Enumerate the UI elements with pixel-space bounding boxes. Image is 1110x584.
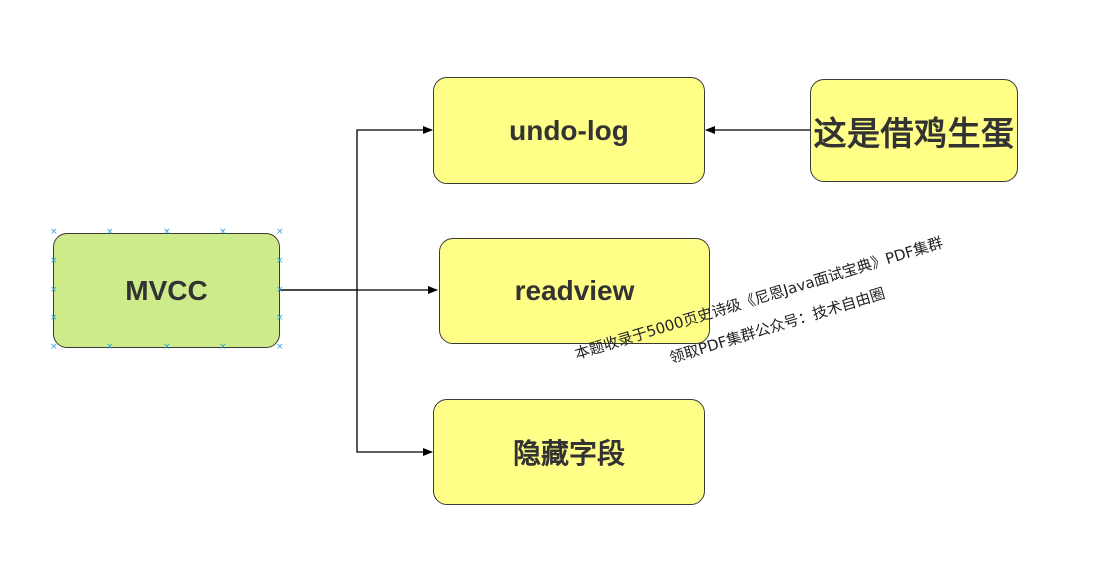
selection-handle[interactable]: × bbox=[50, 227, 58, 237]
selection-handle[interactable]: × bbox=[163, 227, 171, 237]
node-readview-label: readview bbox=[514, 275, 635, 306]
selection-handle[interactable]: × bbox=[276, 285, 284, 295]
node-borrow-egg[interactable]: 这是借鸡生蛋 bbox=[810, 79, 1018, 182]
selection-handle[interactable]: × bbox=[276, 342, 284, 352]
node-mvcc[interactable]: MVCC bbox=[53, 233, 280, 348]
edge-mvcc-hidden-fields[interactable] bbox=[356, 290, 433, 456]
selection-handle[interactable]: × bbox=[50, 256, 58, 266]
selection-handle[interactable]: × bbox=[50, 342, 58, 352]
edge-mvcc-undo-log[interactable] bbox=[280, 126, 433, 291]
node-readview[interactable]: readview bbox=[439, 238, 710, 344]
selection-handle[interactable]: × bbox=[276, 313, 284, 323]
node-mvcc-label: MVCC bbox=[125, 274, 208, 306]
node-hidden-fields-label: 隐藏字段 bbox=[512, 438, 625, 469]
node-hidden-fields[interactable]: 隐藏字段 bbox=[433, 399, 705, 505]
node-undo-log-label: undo-log bbox=[509, 114, 629, 146]
selection-handle[interactable]: × bbox=[50, 313, 58, 323]
node-undo-log[interactable]: undo-log bbox=[433, 77, 705, 184]
selection-handle[interactable]: × bbox=[163, 342, 171, 352]
selection-handle[interactable]: × bbox=[219, 227, 227, 237]
selection-handle[interactable]: × bbox=[276, 227, 284, 237]
selection-handle[interactable]: × bbox=[106, 227, 114, 237]
selection-handle[interactable]: × bbox=[106, 342, 114, 352]
selection-handle[interactable]: × bbox=[219, 342, 227, 352]
selection-handle[interactable]: × bbox=[50, 285, 58, 295]
selection-handle[interactable]: × bbox=[276, 256, 284, 266]
node-borrow-egg-label: 这是借鸡生蛋 bbox=[813, 114, 1015, 152]
